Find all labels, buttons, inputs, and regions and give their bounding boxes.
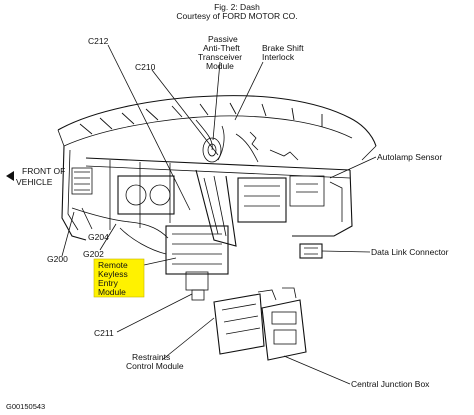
front-arrow-icon <box>6 171 14 181</box>
label-autolamp: Autolamp Sensor <box>377 152 442 162</box>
ignition-lock <box>202 137 222 163</box>
dash-drawing <box>57 95 377 361</box>
leader-bsi <box>234 61 264 121</box>
rkem-highlight <box>93 258 145 298</box>
harness-left <box>71 207 169 239</box>
label-c210: C210 <box>135 62 156 72</box>
label-g200: G200 <box>47 254 68 264</box>
label-bsi-line2: Interlock <box>262 52 295 62</box>
label-cjb: Central Junction Box <box>351 379 430 389</box>
dash-crossbar <box>85 157 351 171</box>
label-front-line2: VEHICLE <box>16 177 53 187</box>
leader-g202 <box>99 223 117 251</box>
restraints-control-module-body <box>213 293 265 355</box>
label-rkem-line3: Entry <box>98 278 119 288</box>
dash-top-outline <box>57 95 377 147</box>
label-rkem-line2: Keyless <box>98 269 128 279</box>
label-c212: C212 <box>88 36 109 46</box>
dash-top-inner <box>63 115 353 147</box>
label-dlc: Data Link Connector <box>371 247 449 257</box>
data-link-connector-body <box>299 243 323 259</box>
label-front-line1: FRONT OF <box>22 166 65 176</box>
leader-rkem <box>143 257 177 266</box>
callout-labels: C212 C210 Passive Anti-Theft Transceiver… <box>16 34 449 389</box>
harness-top <box>195 119 225 161</box>
label-rkem-line4: Module <box>98 287 126 297</box>
leader-c211 <box>116 293 193 333</box>
leader-g200 <box>61 211 75 257</box>
label-patm-line3: Transceiver <box>198 52 242 62</box>
dash-right-end <box>292 169 353 237</box>
leader-dlc <box>321 250 371 253</box>
label-c211: C211 <box>94 328 114 338</box>
central-junction-box-body <box>261 299 307 361</box>
courtesy-line: Courtesy of FORD MOTOR CO. <box>176 11 298 21</box>
leader-rcm <box>161 317 215 361</box>
label-g204: G204 <box>88 232 109 242</box>
figure-title: Fig. 2: Dash <box>214 2 260 12</box>
label-patm-line4: Module <box>206 61 234 71</box>
label-rkem-line1: Remote <box>98 260 128 270</box>
leader-patm <box>212 61 221 141</box>
leader-c210 <box>151 69 219 156</box>
leader-autolamp <box>329 156 377 179</box>
label-g202: G202 <box>83 249 104 259</box>
leader-c212 <box>107 44 191 211</box>
leader-lines <box>61 44 377 385</box>
dash-left-end <box>61 145 87 241</box>
label-patm-line2: Anti-Theft <box>203 43 240 53</box>
label-rcm-line2: Control Module <box>126 361 184 371</box>
cluster-housing <box>117 175 175 215</box>
lower-bracket <box>165 225 229 275</box>
center-stack <box>237 177 287 223</box>
label-patm-line1: Passive <box>208 34 238 44</box>
steering-column <box>195 169 237 247</box>
figure-code: G00150543 <box>6 402 46 411</box>
leader-cjb <box>283 355 351 385</box>
label-rcm-line1: Restraints <box>132 352 170 362</box>
label-bsi-line1: Brake Shift <box>262 43 304 53</box>
leader-g204 <box>81 207 93 230</box>
